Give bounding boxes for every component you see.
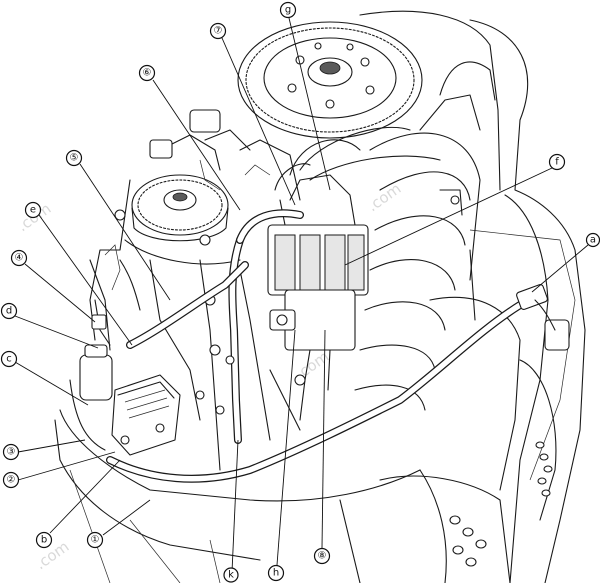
callout-f: f <box>548 153 566 171</box>
leader-g <box>288 17 331 191</box>
callout-e: e <box>24 201 42 219</box>
callout-5: ⑤ <box>65 149 83 167</box>
leader-f <box>344 167 553 266</box>
callout-k: k <box>223 567 239 583</box>
rectifier-regulator <box>111 374 181 456</box>
callout-d-label: d <box>6 306 12 317</box>
ignition-coil-bank <box>267 174 369 421</box>
vent-holes <box>449 441 553 567</box>
callout-a: a <box>585 232 600 248</box>
leader-d <box>14 315 99 349</box>
callout-e-label: e <box>30 205 36 216</box>
flywheel <box>237 21 423 139</box>
starter-relay <box>69 344 113 451</box>
callout-k-label: k <box>228 570 234 581</box>
leader-k <box>231 439 239 573</box>
intake-manifold <box>354 61 496 411</box>
callout-2-label: ② <box>7 475 16 486</box>
callout-1-label: ① <box>91 535 100 546</box>
leader-5 <box>79 163 171 301</box>
connector-a <box>516 284 570 351</box>
callout-c-label: c <box>6 354 12 365</box>
callout-3-label: ③ <box>7 447 16 458</box>
leader-2 <box>17 451 116 481</box>
callout-h-label: h <box>273 568 279 579</box>
watermark-text-2: .com <box>364 179 404 215</box>
leader-4 <box>24 263 96 323</box>
callout-b-label: b <box>41 535 47 546</box>
leader-7 <box>221 37 296 206</box>
callout-6-label: ⑥ <box>143 68 152 79</box>
callout-7: ⑦ <box>209 22 227 40</box>
callout-7-label: ⑦ <box>214 26 223 37</box>
leader-c <box>14 361 89 406</box>
callout-g-label: g <box>285 5 291 16</box>
callout-h: h <box>267 564 285 582</box>
callout-8-label: ⑧ <box>318 551 327 562</box>
timing-pulley <box>131 174 229 242</box>
callout-1: ① <box>86 531 104 549</box>
leader-a <box>531 244 589 293</box>
callout-6: ⑥ <box>138 64 156 82</box>
leader-8 <box>321 329 326 549</box>
leader-3 <box>17 439 86 453</box>
leader-b <box>49 459 121 534</box>
callout-4: ④ <box>10 249 28 267</box>
callout-d: d <box>0 302 18 320</box>
callout-4-label: ④ <box>15 253 24 264</box>
leader-6 <box>152 79 241 211</box>
callout-8: ⑧ <box>313 547 331 565</box>
callout-a-label: a <box>590 235 596 246</box>
callout-b: b <box>35 531 53 549</box>
callout-5-label: ⑤ <box>70 153 79 164</box>
engine-illustration <box>54 10 586 583</box>
callout-3: ③ <box>2 443 20 461</box>
leader-1 <box>102 499 151 536</box>
callout-c: c <box>0 350 18 368</box>
leader-e <box>38 214 133 346</box>
callout-2: ② <box>2 471 20 489</box>
leader-h <box>276 329 296 566</box>
callout-f-label: f <box>555 157 559 168</box>
callout-g: g <box>279 1 297 19</box>
leader-lines <box>14 17 589 573</box>
